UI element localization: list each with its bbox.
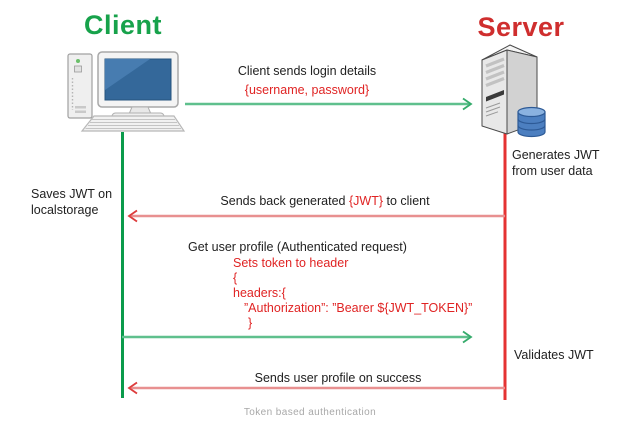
generates-jwt-note: Generates JWT from user data: [512, 148, 600, 179]
saves-jwt-note-line1: Saves JWT on: [31, 187, 113, 201]
arrow-profile-response: [127, 381, 505, 395]
saves-jwt-note-line2: localstorage: [31, 202, 99, 217]
code-line-5: }: [248, 316, 253, 330]
server-title: Server: [477, 12, 565, 42]
code-line-1: Sets token to header: [233, 256, 349, 270]
client-title: Client: [83, 10, 162, 40]
profile-response-label: Sends user profile on success: [254, 371, 422, 385]
saves-jwt-note: Saves JWT on localstorage: [31, 187, 112, 218]
generates-jwt-note-line1: Generates JWT: [512, 148, 600, 162]
diagram-caption: Token based authentication: [243, 407, 377, 418]
arrow-right-head-icon: [462, 330, 473, 344]
tower-unit: [67, 53, 93, 119]
auth-header-code-block: Sets token to header { headers:{ ”Author…: [233, 256, 472, 331]
profile-request-label: Get user profile (Authenticated request): [188, 240, 407, 254]
server-drive-slot: [486, 90, 504, 102]
arrow-jwt-response: [127, 209, 505, 223]
login-payload-label: {username, password}: [244, 83, 370, 97]
database-icon: [517, 106, 546, 138]
arrow-right-head-icon: [462, 97, 473, 111]
code-line-3: headers:{: [233, 286, 286, 300]
jwt-response-post: to client: [383, 194, 430, 208]
arrow-left-head-icon: [127, 209, 138, 223]
jwt-response-token: {JWT}: [348, 194, 384, 208]
server-vent-slots: [485, 57, 505, 87]
generates-jwt-note-line2: from user data: [512, 163, 593, 178]
jwt-response-pre: Sends back generated: [220, 194, 349, 208]
validates-jwt-note: Validates JWT: [514, 348, 594, 362]
monitor: [97, 51, 179, 121]
desktop-computer-icon: [67, 51, 186, 132]
login-request-label: Client sends login details: [237, 64, 377, 78]
jwt-response-label: Sends back generated {JWT} to client: [125, 194, 525, 210]
server-detail-lines: [485, 102, 501, 117]
keyboard: [80, 115, 186, 132]
arrow-left-head-icon: [127, 381, 138, 395]
arrow-profile-request: [122, 330, 473, 344]
code-line-4: ”Authorization”: ”Bearer ${JWT_TOKEN}”: [244, 301, 473, 315]
code-line-2: {: [233, 271, 238, 285]
arrow-login-request: [185, 97, 473, 111]
